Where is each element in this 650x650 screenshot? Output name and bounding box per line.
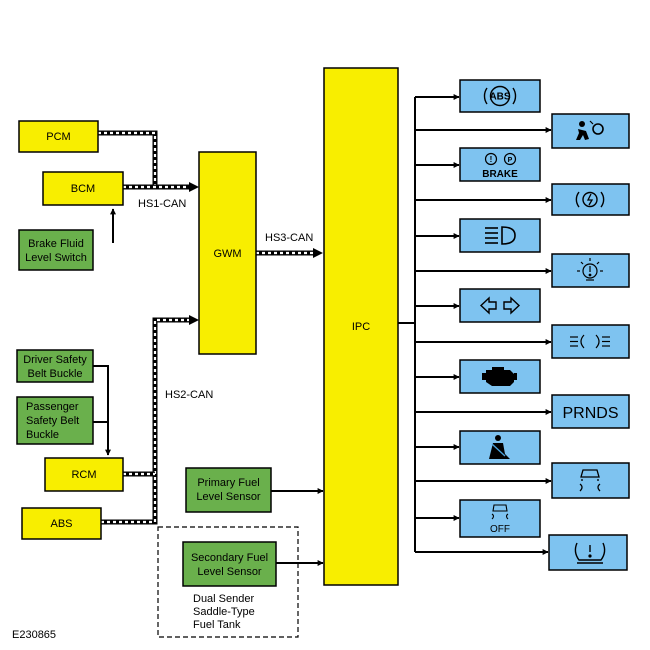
prnds-indicator[interactable]: PRNDS	[551, 394, 630, 429]
airbag-icon	[576, 120, 604, 140]
tank-label-2: Saddle-Type	[193, 606, 255, 618]
passenger-belt-label-1: Passenger	[26, 401, 79, 413]
side-lamp-icon	[570, 334, 610, 349]
high-beam-icon	[485, 226, 516, 245]
hs2-can-label: HS2-CAN	[165, 389, 213, 401]
rcm-module[interactable]: RCM	[44, 457, 124, 492]
rcm-label: RCM	[71, 469, 96, 481]
traction-control-icon	[579, 469, 601, 492]
tpms-icon	[574, 542, 606, 564]
brake-icon: ! P BRAKE	[482, 152, 518, 180]
passenger-safety-belt-buckle[interactable]: Passenger Safety Belt Buckle	[16, 396, 94, 445]
figure-id: E230865	[12, 629, 56, 641]
electric-park-brake-indicator[interactable]	[551, 183, 630, 216]
seatbelt-reminder-indicator[interactable]	[459, 430, 541, 465]
traction-off-text: OFF	[490, 524, 510, 535]
primary-fuel-label-2: Level Sensor	[196, 491, 261, 503]
brake-warning-indicator[interactable]: ! P BRAKE	[459, 147, 541, 182]
abs-label: ABS	[50, 518, 72, 530]
abs-warning-indicator[interactable]: ABS	[459, 79, 541, 113]
driver-safety-belt-buckle[interactable]: Driver Safety Belt Buckle	[16, 349, 94, 383]
high-beam-indicator[interactable]	[459, 218, 541, 253]
ipc-label: IPC	[352, 321, 370, 333]
bulb-failure-icon	[577, 258, 603, 281]
gwm-label: GWM	[213, 248, 241, 260]
driver-belt-label-1: Driver Safety	[23, 354, 87, 366]
bulb-failure-indicator[interactable]	[551, 253, 630, 288]
secondary-fuel-level-sensor[interactable]: Secondary Fuel Level Sensor	[182, 541, 277, 587]
hs2-can-bus	[101, 315, 199, 525]
ipc-module[interactable]: IPC	[323, 67, 399, 586]
bcm-label: BCM	[71, 183, 95, 195]
check-engine-indicator[interactable]	[459, 359, 541, 394]
svg-text:P: P	[508, 157, 513, 164]
ipc-output-branches	[415, 94, 552, 555]
turn-signals-indicator[interactable]	[459, 288, 541, 323]
abs-icon-text: ABS	[489, 92, 510, 103]
traction-control-off-indicator[interactable]: OFF	[459, 499, 541, 538]
indicators: ABS ! P BRAKE	[459, 79, 630, 571]
fuel-tank-enclosure: Dual Sender Saddle-Type Fuel Tank	[157, 526, 299, 638]
abs-module[interactable]: ABS	[21, 507, 102, 540]
brake-fluid-level-switch[interactable]: Brake Fluid Level Switch	[18, 229, 94, 271]
brake-icon-text: BRAKE	[482, 169, 518, 180]
secondary-fuel-label-2: Level Sensor	[197, 566, 262, 578]
sensors: Brake Fluid Level Switch Driver Safety B…	[16, 229, 277, 587]
brake-fluid-label-1: Brake Fluid	[28, 238, 84, 250]
primary-fuel-label-1: Primary Fuel	[197, 477, 259, 489]
secondary-fuel-label-1: Secondary Fuel	[191, 552, 268, 564]
gwm-module[interactable]: GWM	[198, 151, 257, 355]
bcm-module[interactable]: BCM	[42, 171, 124, 206]
hs3-can-label: HS3-CAN	[265, 232, 313, 244]
hardwired-lines	[93, 97, 416, 566]
hs3-can-bus	[256, 248, 323, 258]
pcm-label: PCM	[46, 131, 70, 143]
driver-belt-label-2: Belt Buckle	[27, 368, 82, 380]
turn-signal-icon	[479, 296, 521, 315]
passenger-belt-label-3: Buckle	[26, 429, 59, 441]
hs1-can-bus	[98, 130, 199, 192]
prnds-icon: PRNDS	[562, 405, 618, 422]
side-lamps-indicator[interactable]	[551, 324, 630, 359]
passenger-belt-label-2: Safety Belt	[26, 415, 79, 427]
pcm-module[interactable]: PCM	[18, 120, 99, 153]
primary-fuel-level-sensor[interactable]: Primary Fuel Level Sensor	[185, 467, 272, 513]
hs1-can-label: HS1-CAN	[138, 198, 186, 210]
brake-fluid-label-2: Level Switch	[25, 252, 87, 264]
tank-label-1: Dual Sender	[193, 593, 254, 605]
epb-icon	[575, 191, 605, 208]
traction-off-icon: OFF	[490, 504, 510, 535]
seatbelt-icon	[489, 435, 510, 459]
airbag-warning-indicator[interactable]	[551, 113, 630, 149]
modules: PCM BCM GWM IPC RCM ABS	[18, 67, 399, 586]
tire-pressure-indicator[interactable]	[548, 534, 628, 571]
can-bus-lines	[98, 130, 323, 525]
tank-label-3: Fuel Tank	[193, 619, 241, 631]
abs-icon: ABS	[483, 85, 517, 107]
traction-control-indicator[interactable]	[551, 462, 630, 499]
engine-icon	[482, 367, 517, 386]
svg-text:!: !	[490, 155, 493, 164]
